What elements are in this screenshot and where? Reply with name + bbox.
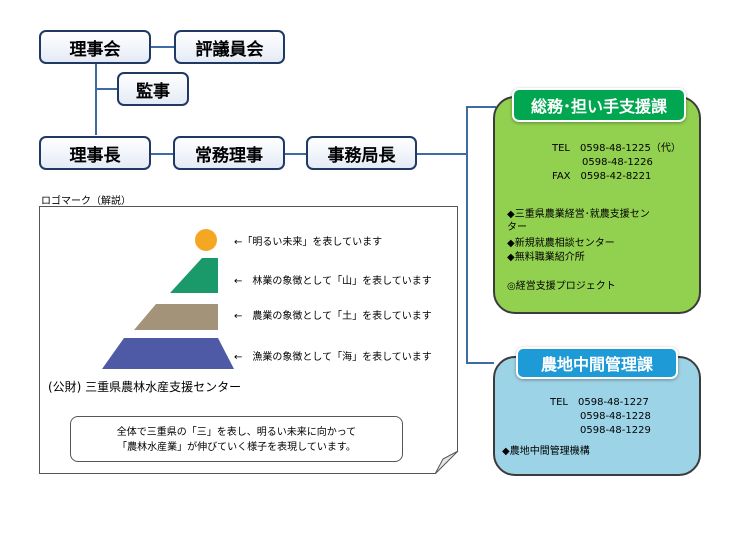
- dept-general-affairs-item-3: ◆無料職業紹介所: [507, 252, 585, 263]
- chairman-box: 理事長: [39, 136, 151, 170]
- logo-line-1: ←「明るい未来」を表しています: [234, 237, 383, 248]
- dept-general-affairs-panel: [493, 96, 701, 314]
- connector-auditor: [95, 88, 119, 90]
- council-box: 評議員会: [174, 30, 285, 64]
- logo-note-line-1: 全体で三重県の「三」を表し、明るい未来に向かって: [116, 427, 357, 438]
- logo-line-4: ← 漁業の象徴として「海」を表しています: [234, 352, 432, 363]
- chairman-label: 理事長: [69, 145, 121, 166]
- logo-note: 全体で三重県の「三」を表し、明るい未来に向かって 「農林水産業」が伸びていく様子…: [70, 416, 403, 462]
- dept-general-affairs-title: 総務･担い手支援課: [512, 88, 686, 122]
- dept-general-affairs-title-text: 総務･担い手支援課: [530, 97, 667, 116]
- dept-general-affairs-contacts: TEL 0598-48-1225（代） 0598-48-1226 FAX 059…: [552, 143, 681, 182]
- dept-general-affairs-item-1: ◆三重県農業経営･就農支援セン ター: [507, 209, 650, 233]
- logo-mark: [102, 229, 234, 369]
- logo-line-3: ← 農業の象徴として「土」を表しています: [234, 311, 432, 322]
- connector-vertical-depts: [466, 106, 468, 364]
- managing-director-box: 常務理事: [173, 136, 285, 170]
- board-label: 理事会: [69, 39, 121, 60]
- dept-general-affairs-project: ◎経営支援プロジェクト: [507, 281, 616, 292]
- secretary-general-label: 事務局長: [327, 145, 396, 166]
- connector-dept1: [466, 106, 496, 108]
- connector-board-council: [150, 46, 176, 48]
- dept-farmland-title: 農地中間管理課: [516, 347, 678, 379]
- logo-line-2: ← 林業の象徴として「山」を表しています: [234, 276, 432, 287]
- auditor-label: 監事: [136, 81, 170, 102]
- dept-general-affairs-item-2: ◆新規就農相談センター: [507, 238, 615, 249]
- board-box: 理事会: [39, 30, 151, 64]
- council-label: 評議員会: [195, 39, 264, 60]
- logo-soil: [134, 304, 218, 330]
- managing-director-label: 常務理事: [195, 145, 263, 166]
- connector-md-sg: [284, 153, 307, 155]
- dept-farmland-title-text: 農地中間管理課: [540, 355, 653, 374]
- connector-sg-depts: [416, 153, 468, 155]
- logo-org-name: (公財) 三重県農林水産支援センター: [48, 380, 242, 394]
- logo-sun: [195, 229, 217, 251]
- logo-mountain: [170, 258, 218, 293]
- logo-note-line-2: 「農林水産業」が伸びていく様子を表現しています。: [117, 442, 356, 453]
- connector-chairman-md: [150, 153, 174, 155]
- logo-heading: ロゴマーク（解説）: [41, 196, 131, 207]
- dept-farmland-contacts: TEL 0598-48-1227 0598-48-1228 0598-48-12…: [550, 397, 651, 436]
- page-curl-icon: [435, 451, 459, 475]
- connector-board-chairman: [95, 62, 97, 135]
- connector-dept2: [466, 362, 494, 364]
- dept-farmland-item-1: ◆農地中間管理機構: [502, 446, 590, 457]
- secretary-general-box: 事務局長: [306, 136, 417, 170]
- auditor-box: 監事: [117, 72, 189, 106]
- logo-sea: [102, 338, 234, 369]
